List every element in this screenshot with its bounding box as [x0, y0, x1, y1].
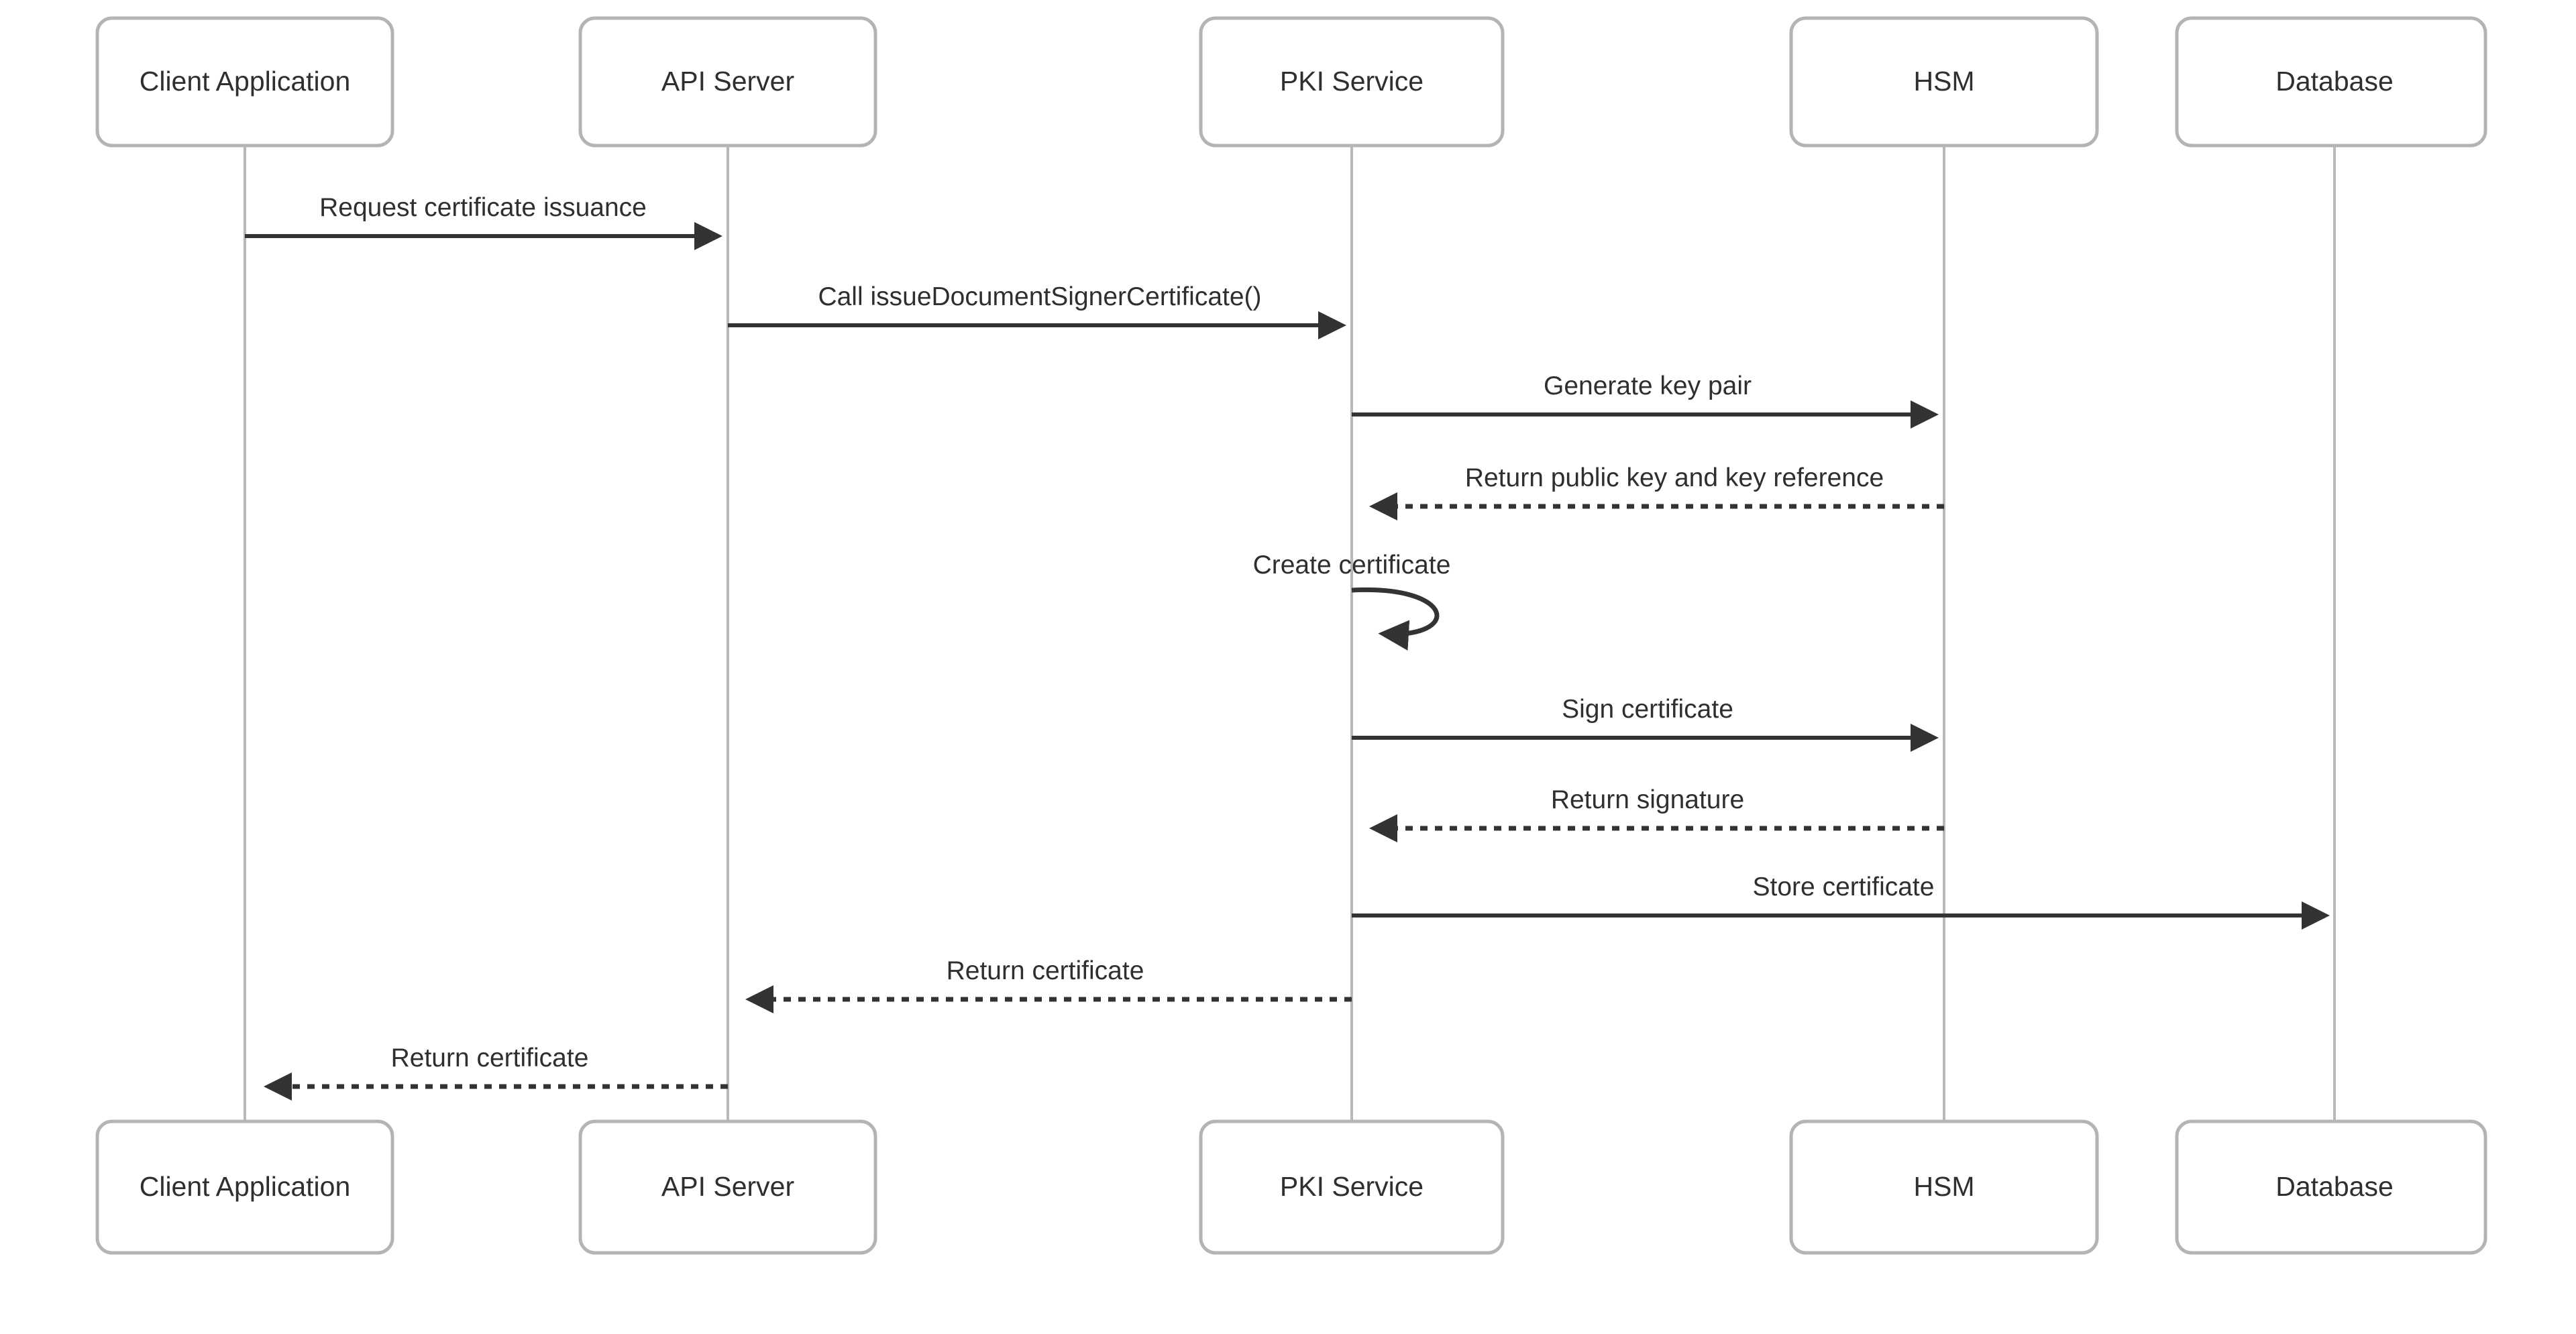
message-10[interactable]: Return certificate	[264, 1044, 728, 1101]
participant-client-bottom[interactable]: Client Application	[95, 1119, 394, 1255]
participant-label-api-top: API Server	[661, 66, 794, 97]
participant-label-hsm-bottom: HSM	[1913, 1171, 1974, 1202]
message-4[interactable]: Return public key and key reference	[1369, 463, 1944, 520]
message-3[interactable]: Generate key pair	[1352, 372, 1939, 429]
message-label-4: Return public key and key reference	[1465, 463, 1884, 492]
message-5[interactable]: Create certificate	[1253, 551, 1451, 651]
participant-db-bottom[interactable]: Database	[2175, 1119, 2487, 1255]
participant-box-db-top[interactable]	[2175, 16, 2487, 148]
participant-pki-bottom[interactable]: PKI Service	[1199, 1119, 1505, 1255]
message-label-9: Return certificate	[947, 956, 1144, 985]
messages-group: Request certificate issuance Call issueD…	[245, 193, 2330, 1101]
participant-box-hsm-top[interactable]	[1789, 16, 2099, 148]
participant-label-pki-bottom: PKI Service	[1280, 1171, 1424, 1202]
participant-box-hsm-bottom[interactable]	[1789, 1119, 2099, 1255]
participant-box-api-top[interactable]	[578, 16, 877, 148]
participant-box-client-bottom[interactable]	[95, 1119, 394, 1255]
participant-label-pki-top: PKI Service	[1280, 66, 1424, 97]
lifelines-group	[244, 146, 2336, 1121]
participant-box-db-bottom[interactable]	[2175, 1119, 2487, 1255]
message-label-8: Store certificate	[1753, 873, 1935, 901]
message-1[interactable]: Request certificate issuance	[245, 193, 722, 250]
participant-client-top[interactable]: Client Application	[95, 16, 394, 148]
message-label-7: Return signature	[1551, 785, 1744, 814]
participant-box-client-top[interactable]	[95, 16, 394, 148]
participant-label-db-bottom: Database	[2275, 1171, 2394, 1202]
participant-hsm-bottom[interactable]: HSM	[1789, 1119, 2099, 1255]
participant-api-top[interactable]: API Server	[578, 16, 877, 148]
message-label-3: Generate key pair	[1544, 372, 1752, 400]
participant-label-db-top: Database	[2275, 66, 2394, 97]
participant-label-api-bottom: API Server	[661, 1171, 794, 1202]
message-label-6: Sign certificate	[1562, 695, 1733, 724]
participant-pki-top[interactable]: PKI Service	[1199, 16, 1505, 148]
participant-box-pki-top[interactable]	[1199, 16, 1505, 148]
message-7[interactable]: Return signature	[1369, 785, 1944, 842]
participant-boxes-top: Client Application API Server PKI Servic…	[95, 16, 2487, 148]
message-label-2: Call issueDocumentSignerCertificate()	[818, 282, 1261, 311]
message-arrow-5-selfloop[interactable]	[1351, 587, 1440, 651]
message-label-1: Request certificate issuance	[319, 193, 647, 222]
participant-label-client-bottom: Client Application	[140, 1171, 351, 1202]
participant-label-client-top: Client Application	[140, 66, 351, 97]
participant-boxes-bottom: Client Application API Server PKI Servic…	[95, 1119, 2487, 1255]
participant-box-pki-bottom[interactable]	[1199, 1119, 1505, 1255]
message-6[interactable]: Sign certificate	[1352, 695, 1939, 752]
message-label-10: Return certificate	[391, 1044, 589, 1072]
message-2[interactable]: Call issueDocumentSignerCertificate()	[728, 282, 1346, 339]
participant-hsm-top[interactable]: HSM	[1789, 16, 2099, 148]
message-label-5: Create certificate	[1253, 551, 1451, 579]
participant-box-api-bottom[interactable]	[578, 1119, 877, 1255]
participant-api-bottom[interactable]: API Server	[578, 1119, 877, 1255]
message-8[interactable]: Store certificate	[1352, 873, 2330, 930]
participant-label-hsm-top: HSM	[1913, 66, 1974, 97]
message-9[interactable]: Return certificate	[745, 956, 1352, 1013]
participant-db-top[interactable]: Database	[2175, 16, 2487, 148]
